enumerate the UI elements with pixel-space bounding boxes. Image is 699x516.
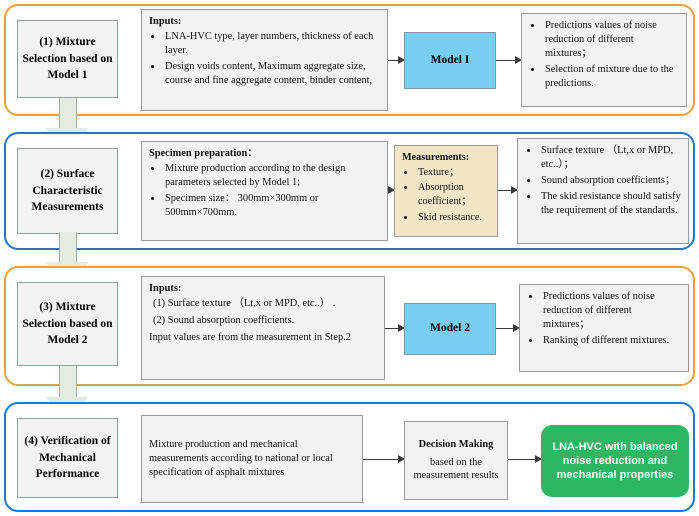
list-item: Ranking of different mixtures.: [541, 334, 681, 348]
section-3-inputs-box: Inputs: (1) Surface texture （Lt,x or MPD…: [141, 276, 385, 380]
right-arrow-icon: [398, 56, 405, 64]
list-item: Predictions values of noise reduction of…: [543, 19, 679, 61]
model-2-label: Model 2: [430, 322, 470, 335]
arrow-measurements-to-outputs: [498, 186, 518, 195]
list-item: Predictions values of noise reduction of…: [541, 290, 681, 332]
section-3-inputs-list: (1) Surface texture （Lt,x or MPD, etc..）…: [149, 297, 377, 328]
section-2-specimen-box: Specimen preparation： Mixture production…: [141, 141, 388, 241]
list-item: Mixture production according to the desi…: [163, 162, 380, 190]
decision-making-body: based on the measurement results: [413, 456, 499, 482]
step-1-label: (1) Mixture Selection based on Model 1: [22, 35, 113, 82]
step-3-label: (3) Mixture Selection based on Model 2: [22, 300, 113, 347]
section-3-outputs-box: Predictions values of noise reduction of…: [519, 284, 689, 372]
final-result-box: LNA-HVC with balanced noise reduction an…: [541, 425, 689, 497]
section-2-outputs-list: Surface texture （Lt,x or MPD, etc..）； So…: [525, 144, 681, 218]
section-2-outputs-box: Surface texture （Lt,x or MPD, etc..）； So…: [517, 138, 689, 244]
section-3-inputs-heading: Inputs:: [149, 283, 182, 294]
model-1-box[interactable]: Model I: [404, 32, 496, 89]
right-arrow-icon: [511, 186, 518, 194]
section-2-measurements-heading: Measurements:: [402, 152, 470, 163]
section-2-specimen-list: Mixture production according to the desi…: [149, 162, 380, 220]
list-item: Specimen size： 300mm×300mm or 500mm×700m…: [163, 192, 380, 220]
arrow-inputs-to-model-1: [388, 56, 405, 65]
list-item: LNA-HVC type, layer numbers, thickness o…: [163, 30, 380, 58]
list-item: Design voids content, Maximum aggregate …: [163, 60, 380, 88]
section-2-measurements-box: Measurements: Texture； Absorption coeffi…: [394, 145, 498, 237]
arrow-inputs-to-model-2: [385, 324, 405, 333]
final-result-label: LNA-HVC with balanced noise reduction an…: [552, 440, 678, 482]
step-4-label-box[interactable]: (4) Verification of Mechanical Performan…: [17, 418, 118, 498]
section-1-inputs-box: Inputs: LNA-HVC type, layer numbers, thi…: [141, 9, 388, 111]
arrow-model-1-to-outputs: [496, 56, 522, 65]
list-item: Sound absorption coefficients；: [539, 174, 681, 188]
right-arrow-icon: [535, 455, 542, 463]
list-item: Selection of mixture due to the predicti…: [543, 63, 679, 91]
section-1-inputs-list: LNA-HVC type, layer numbers, thickness o…: [149, 30, 380, 88]
list-item: Surface texture （Lt,x or MPD, etc..）；: [539, 144, 681, 172]
section-2-specimen-heading: Specimen preparation：: [149, 148, 258, 159]
list-item: The skid resistance should satisfy the r…: [539, 190, 681, 218]
step-4-label: (4) Verification of Mechanical Performan…: [24, 434, 111, 481]
section-2-measurements-list: Texture； Absorption coefficient； Skid re…: [402, 166, 490, 225]
arrow-decision-to-result: [508, 455, 542, 464]
step-2-label-box[interactable]: (2) Surface Characteristic Measurements: [17, 148, 118, 234]
section-3-outputs-list: Predictions values of noise reduction of…: [527, 290, 681, 348]
list-item: (1) Surface texture （Lt,x or MPD, etc..）…: [153, 297, 336, 309]
right-arrow-icon: [513, 324, 520, 332]
section-3-inputs-note: Input values are from the measurement in…: [149, 331, 351, 343]
right-arrow-icon: [398, 324, 405, 332]
arrow-mixture-to-decision: [363, 455, 405, 464]
model-2-box[interactable]: Model 2: [404, 303, 496, 355]
section-1-outputs-list: Predictions values of noise reduction of…: [529, 19, 679, 91]
step-1-label-box[interactable]: (1) Mixture Selection based on Model 1: [17, 20, 118, 98]
list-item: (2) Sound absorption coefficients.: [153, 314, 295, 326]
decision-making-heading: Decision Making: [418, 438, 494, 450]
right-arrow-icon: [398, 455, 405, 463]
section-1-inputs-heading: Inputs:: [149, 16, 182, 27]
decision-making-box: Decision Making based on the measurement…: [404, 421, 508, 500]
section-4-mixture-text: Mixture production and mechanical measur…: [149, 439, 333, 478]
list-item: Absorption coefficient；: [416, 181, 490, 208]
right-arrow-icon: [515, 56, 522, 64]
model-1-label: Model I: [430, 53, 470, 66]
list-item: Texture；: [416, 166, 490, 180]
step-2-label: (2) Surface Characteristic Measurements: [31, 167, 104, 214]
list-item: Skid resistance.: [416, 211, 490, 225]
right-arrow-icon: [388, 186, 395, 194]
section-1-outputs-box: Predictions values of noise reduction of…: [521, 13, 687, 107]
arrow-specimen-to-measurements: [388, 186, 395, 195]
section-4-mixture-box: Mixture production and mechanical measur…: [141, 415, 363, 503]
step-3-label-box[interactable]: (3) Mixture Selection based on Model 2: [17, 282, 118, 366]
arrow-model-2-to-outputs: [496, 324, 520, 333]
